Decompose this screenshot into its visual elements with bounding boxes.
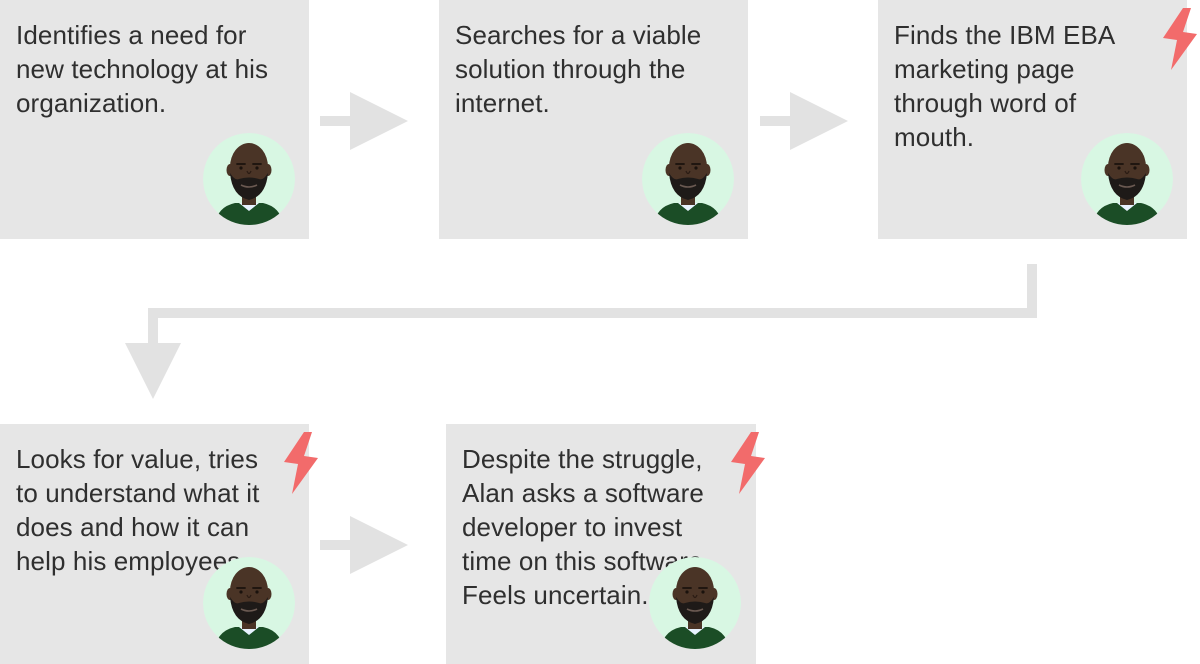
person-avatar-icon xyxy=(1081,133,1173,225)
step-card-2: Searches for a viable solution through t… xyxy=(439,0,748,239)
person-avatar-icon xyxy=(203,557,295,649)
person-avatar-icon xyxy=(642,133,734,225)
person-avatar-icon xyxy=(649,557,741,649)
arrow-right-icon xyxy=(320,92,408,150)
arrow-right-icon xyxy=(760,92,848,150)
step-card-5: Despite the struggle, Alan asks a softwa… xyxy=(446,424,756,664)
step-4-text: Looks for value, tries to understand wha… xyxy=(16,444,260,576)
lightning-bolt-icon xyxy=(1159,8,1200,70)
lightning-bolt-icon xyxy=(727,432,769,494)
lightning-bolt-icon xyxy=(280,432,322,494)
arrow-right-icon xyxy=(320,516,408,574)
step-2-text: Searches for a viable solution through t… xyxy=(455,20,702,118)
step-5-text: Despite the struggle, Alan asks a softwa… xyxy=(462,444,710,610)
person-avatar-icon xyxy=(203,133,295,225)
step-card-4: Looks for value, tries to understand wha… xyxy=(0,424,309,664)
step-card-1: Identifies a need for new technology at … xyxy=(0,0,309,239)
step-card-3: Finds the IBM EBA marketing page through… xyxy=(878,0,1187,239)
step-1-text: Identifies a need for new technology at … xyxy=(16,20,269,118)
step-3-text: Finds the IBM EBA marketing page through… xyxy=(894,20,1114,152)
